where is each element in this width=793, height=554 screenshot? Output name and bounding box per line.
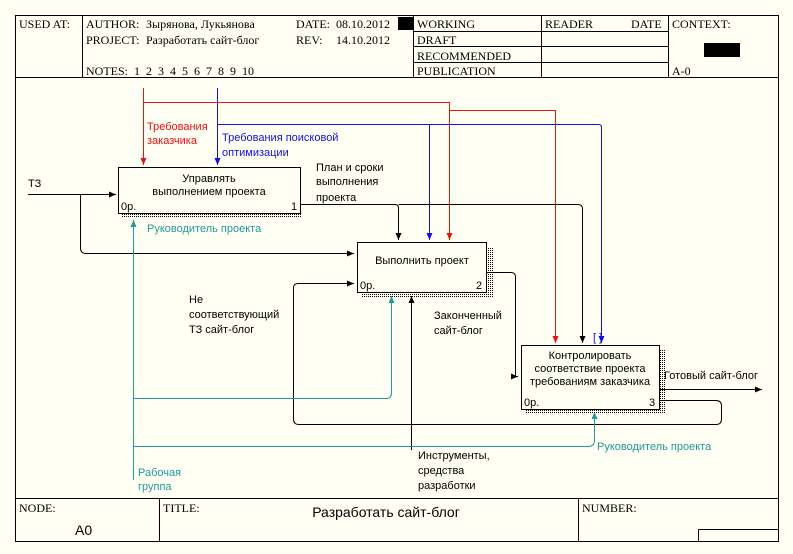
box-title-line: Управлять [182, 173, 236, 185]
activity-box-2[interactable]: Выполнить проект 0р. 2 [357, 242, 494, 299]
arrow-work-group-box2 [133, 296, 395, 399]
activity-box-1[interactable]: Управлять выполнением проекта 0р. 1 [118, 167, 303, 218]
box-number: 3 [649, 397, 655, 409]
label-customer-requirements: Требования [147, 121, 208, 133]
box-cost: 0р. [360, 280, 375, 292]
status-working: WORKING [417, 17, 475, 31]
label-work-group: группа [138, 481, 172, 493]
label-work-group: Рабочая [138, 467, 181, 479]
node-label: NODE: [19, 501, 56, 515]
arrow-finished-site [487, 272, 518, 380]
number-label: NUMBER: [582, 501, 637, 515]
notes-line: NOTES: 1 2 3 4 5 6 7 8 9 10 [86, 64, 254, 78]
date-value: 08.10.2012 [336, 17, 390, 31]
context-node: A-0 [672, 64, 691, 78]
arrows [28, 88, 762, 480]
date-label: DATE: [296, 17, 330, 31]
box-cost: 0р. [524, 397, 539, 409]
box-title-line: Контролировать [549, 350, 632, 362]
reader-label: READER [545, 17, 593, 31]
label-project-manager: Руководитель проекта [147, 223, 262, 235]
label-nonconforming: ТЗ сайт-блог [189, 324, 254, 336]
label-project-manager: Руководитель проекта [597, 441, 712, 453]
arrow-plan-box2 [301, 204, 402, 240]
author-label: AUTHOR: [86, 17, 139, 31]
tunnel-marker: [ ] [593, 332, 602, 344]
label-finished-site: сайт-блог [434, 325, 483, 337]
box-frame [118, 167, 301, 214]
arrow-tz-box2 [80, 194, 354, 257]
diagram-title: Разработать сайт-блог [312, 504, 460, 520]
rev-value: 14.10.2012 [336, 33, 390, 47]
arrow-plan-box3 [398, 204, 586, 343]
label-nonconforming: соответствующий [189, 309, 279, 321]
box-title-line: выполнением проекта [152, 186, 266, 198]
arrow-customer-requirements-box3 [449, 110, 559, 343]
status-recommended: RECOMMENDED [417, 49, 511, 63]
box-frame [521, 345, 660, 410]
label-plan: План и сроки [316, 162, 383, 174]
status-draft: DRAFT [417, 33, 457, 47]
label-tools: средства [418, 465, 465, 477]
box-number: 2 [476, 280, 482, 292]
activity-box-3[interactable]: Контролировать соответствие проекта треб… [521, 345, 667, 415]
label-plan: выполнения [316, 176, 378, 188]
label-nonconforming: Не [189, 294, 203, 306]
label-customer-requirements: заказчика [147, 135, 198, 147]
context-label: CONTEXT: [672, 17, 731, 31]
box-title-line: требованиям заказчика [530, 376, 651, 388]
project-label: PROJECT: [86, 33, 139, 47]
label-seo-requirements: оптимизации [222, 147, 289, 159]
label-ready-site: Готовый сайт-блог [664, 370, 758, 382]
used-at-label: USED AT: [19, 17, 70, 31]
rev-label: REV: [296, 33, 322, 47]
box-cost: 0р. [121, 201, 136, 213]
box-title-line: соответствие проекта [534, 363, 646, 375]
arrow-nonconforming-feedback [293, 280, 722, 425]
reader-date-label: DATE [631, 17, 662, 31]
label-tools: Инструменты, [418, 450, 490, 462]
box-number: 1 [291, 201, 297, 213]
author-value: Зырянова, Лукьянова [146, 17, 255, 31]
status-publication: PUBLICATION [417, 64, 496, 78]
label-plan: проекта [316, 192, 357, 204]
label-tools: разработки [418, 480, 476, 492]
arrow-pm-box3 [133, 412, 598, 447]
node-value: A0 [75, 522, 92, 538]
arrow-seo-requirements-box3 [429, 124, 605, 343]
footer-block [15, 498, 779, 542]
working-status-marker [398, 17, 413, 30]
arrow-customer-requirements-box2 [143, 102, 453, 240]
label-finished-site: Законченный [434, 310, 502, 322]
box-title-line: Выполнить проект [375, 255, 469, 267]
project-value: Разработать сайт-блог [146, 33, 259, 47]
box-frame [357, 242, 487, 293]
context-node-marker [704, 43, 740, 57]
label-tz: ТЗ [28, 178, 42, 190]
title-label: TITLE: [163, 501, 200, 515]
label-seo-requirements: Требования поисковой [222, 132, 338, 144]
